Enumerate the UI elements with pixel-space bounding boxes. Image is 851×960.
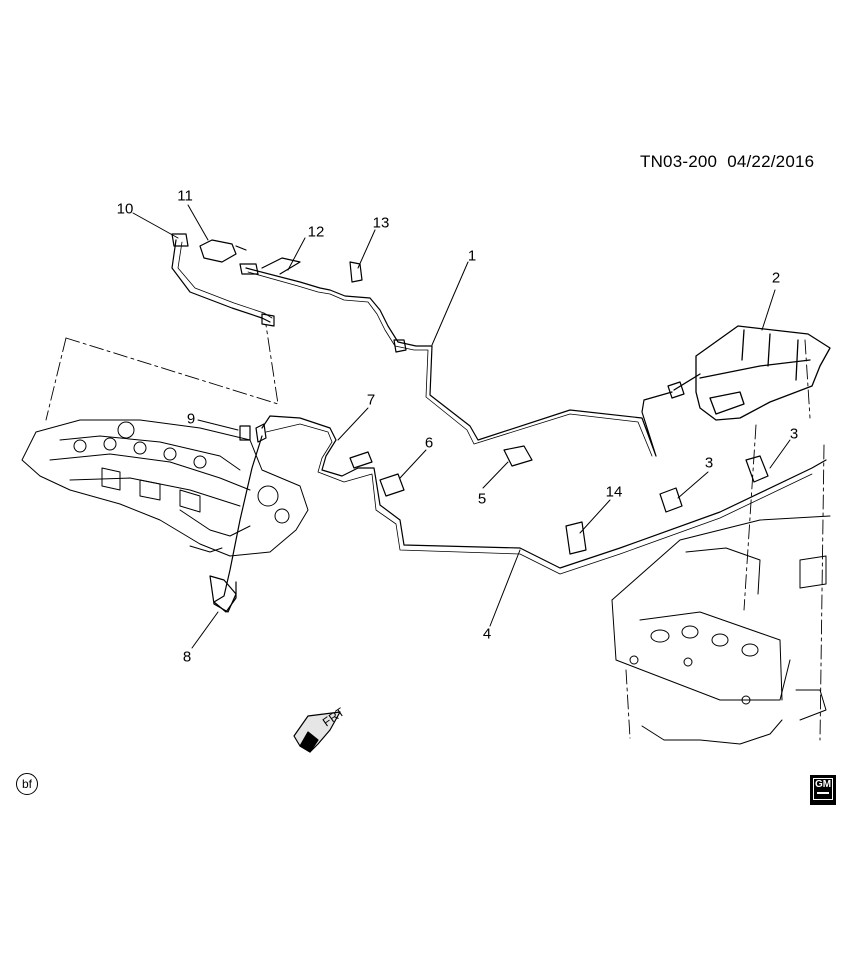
callout-12: 12 (307, 223, 325, 241)
callout-3: 3 (789, 425, 799, 443)
callout-7: 7 (366, 391, 376, 409)
callout-11: 11 (177, 187, 193, 205)
callout-2: 2 (771, 269, 781, 287)
doc-code: TN03-200 (640, 152, 718, 171)
logo-text: GM (814, 779, 832, 790)
callout-4: 4 (482, 625, 492, 643)
callout-5: 5 (477, 490, 487, 508)
callout-14: 14 (605, 483, 623, 501)
evap-canister (673, 325, 831, 421)
doc-date: 04/22/2016 (727, 152, 815, 171)
hose-8 (213, 435, 263, 613)
callout-3: 3 (704, 454, 714, 472)
small-components (171, 233, 769, 613)
leader-lines (132, 204, 791, 649)
document-id: TN03-200 04/22/2016 (640, 152, 814, 172)
engine-callout-box (45, 324, 825, 741)
engine-pipe (261, 415, 827, 569)
engine-block (21, 419, 309, 557)
callout-13: 13 (372, 214, 390, 232)
callout-10: 10 (116, 200, 134, 218)
corner-mark: bf (16, 773, 38, 795)
callout-8: 8 (182, 648, 192, 666)
purge-pipe (245, 267, 673, 457)
gm-logo-icon: GM (810, 775, 836, 805)
frt-arrow (293, 711, 341, 753)
vent-hose (171, 239, 271, 323)
callout-9: 9 (186, 410, 196, 428)
callout-1: 1 (467, 247, 477, 265)
tank-bracket (611, 515, 831, 745)
callout-6: 6 (424, 434, 434, 452)
